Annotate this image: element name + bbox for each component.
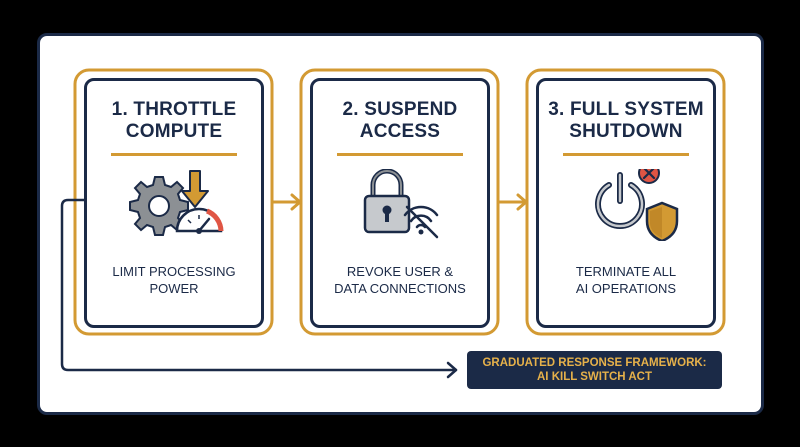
divider [563,153,689,156]
padlock-no-wifi-icon [313,168,487,241]
divider [111,153,237,156]
framework-banner: GRADUATED RESPONSE FRAMEWORK: AI KILL SW… [467,351,722,389]
step-card-suspend: 2. SUSPEND ACCESS REVOKE USER & DATA CON… [310,78,490,328]
step-title: 1. THROTTLE COMPUTE [111,99,237,142]
gear-throttle-gauge-icon [87,169,261,241]
banner-line-2: AI KILL SWITCH ACT [537,371,652,383]
banner-line-1: GRADUATED RESPONSE FRAMEWORK: [482,357,707,369]
step-description: REVOKE USER & DATA CONNECTIONS [334,264,466,296]
step-description: TERMINATE ALL AI OPERATIONS [575,264,677,296]
step-description: LIMIT PROCESSING POWER [112,264,236,296]
step-card-shutdown: 3. FULL SYSTEM SHUTDOWN TERMINATE ALL AI… [536,78,716,328]
divider [337,153,463,156]
step-title: 3. FULL SYSTEM SHUTDOWN [548,99,704,142]
step-title: 2. SUSPEND ACCESS [342,99,458,142]
step-card-throttle: 1. THROTTLE COMPUTE [84,78,264,328]
power-shield-x-icon [539,162,713,243]
